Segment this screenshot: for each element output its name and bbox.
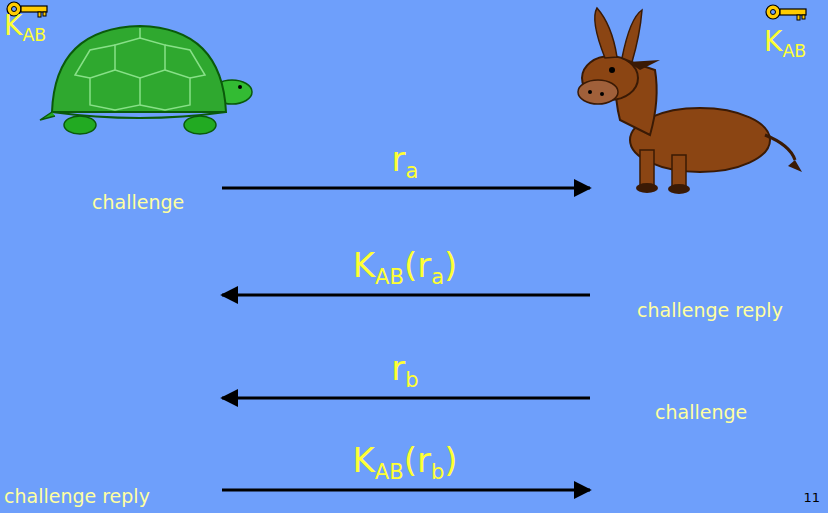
- subscript: b: [431, 460, 444, 485]
- message-arrow: [222, 397, 590, 400]
- message-arrow: [222, 489, 590, 492]
- key-name: KAB: [764, 26, 806, 62]
- text-run: r: [392, 139, 406, 179]
- text-run: K: [4, 9, 22, 42]
- subscript: AB: [375, 460, 404, 485]
- text-run: r: [391, 348, 405, 388]
- subscript: b: [405, 368, 418, 393]
- text-run: K: [764, 25, 782, 58]
- message-label: KAB(ra): [353, 246, 458, 290]
- message-arrow: [222, 294, 590, 297]
- subscript: a: [431, 265, 444, 290]
- text-run: K: [353, 245, 375, 285]
- text-run: (r: [404, 440, 431, 480]
- message-label: KAB(rb): [352, 441, 457, 485]
- page-number: 11: [803, 491, 820, 506]
- subscript: AB: [22, 25, 46, 45]
- step-label: challenge: [655, 402, 747, 424]
- donkey-figure: [578, 8, 802, 194]
- text-run: ): [444, 245, 457, 285]
- text-run: ): [444, 440, 457, 480]
- subscript: AB: [375, 265, 404, 290]
- text-run: K: [352, 440, 374, 480]
- turtle-figure: [40, 26, 252, 134]
- key-name: KAB: [4, 10, 46, 46]
- message-label: ra: [392, 140, 419, 184]
- key-icon: [766, 5, 806, 20]
- step-label: challenge reply: [4, 486, 150, 508]
- step-label: challenge reply: [637, 300, 783, 322]
- subscript: a: [406, 159, 419, 184]
- text-run: (r: [404, 245, 431, 285]
- step-label: challenge: [92, 192, 184, 214]
- subscript: AB: [782, 41, 806, 61]
- message-label: rb: [391, 349, 418, 393]
- message-arrow: [222, 187, 590, 190]
